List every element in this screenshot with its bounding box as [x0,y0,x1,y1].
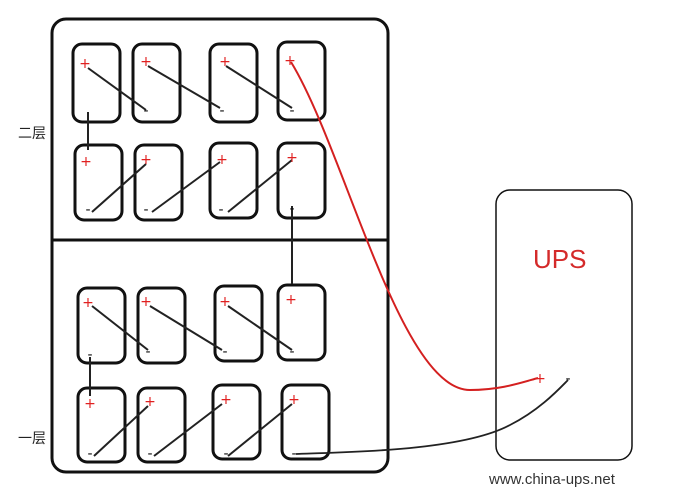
battery-r3-c1 [76,286,127,365]
negative-terminal-mark-22: - [222,344,227,360]
battery-r3-c3 [213,284,264,363]
positive-terminal-mark-32: + [534,371,546,387]
series-link-15 [227,403,293,457]
positive-terminal-mark-11: + [286,150,298,166]
negative-terminal-mark-21: - [145,344,150,360]
battery-r4-c3 [211,383,262,461]
battery-r2-c2 [133,143,184,222]
negative-terminal-mark-6: - [219,103,224,119]
negative-terminal-mark-23: - [289,344,294,360]
positive-terminal-mark-4: + [284,53,296,69]
positive-terminal-mark-10: + [216,152,228,168]
negative-terminal-mark-14: - [218,202,223,218]
positive-terminal-mark-17: + [140,294,152,310]
battery-r2-c3 [208,141,259,220]
series-link-10 [149,305,223,351]
ups-label: UPS [533,244,587,274]
battery-r2-c4 [276,141,327,220]
polarity-mark-group: + + + + - - - + + + + - - - - + + + + - - - - + + + + - - - - + - [79,53,570,462]
battery-r2-c1 [73,143,124,222]
series-link-5 [91,163,147,213]
negative-terminal-mark-20: - [87,347,92,363]
battery-r1-c3 [208,42,259,124]
negative-terminal-mark-13: - [143,202,148,218]
positive-terminal-mark-16: + [82,295,94,311]
ups-unit [495,189,633,461]
battery-r4-c4 [280,383,331,461]
battery-rack [50,17,390,474]
battery-r4-c1 [76,386,127,464]
battery-group [71,40,331,464]
negative-terminal-mark-33: - [565,371,570,387]
positive-terminal-mark-18: + [219,294,231,310]
negative-terminal-mark-15: - [289,201,294,217]
positive-terminal-mark-24: + [84,396,96,412]
series-link-6 [151,161,221,213]
battery-r3-c4 [276,283,327,362]
negative-cable [295,379,569,455]
series-link-11 [227,305,293,351]
series-link-9 [91,305,149,351]
series-link-3 [225,65,293,109]
battery-r1-c2 [131,42,182,124]
negative-terminal-mark-29: - [147,446,152,462]
negative-terminal-mark-5: - [143,103,148,119]
battery-r4-c2 [136,386,187,464]
negative-terminal-mark-30: - [223,446,228,462]
positive-terminal-mark-26: + [220,392,232,408]
watermark: www.china-ups.net [489,471,615,488]
negative-terminal-mark-28: - [87,446,92,462]
battery-r3-c2 [136,286,187,365]
series-link-1 [87,67,147,111]
positive-terminal-mark-2: + [140,54,152,70]
floor-label-lower: 一层 [18,431,46,447]
positive-terminal-mark-3: + [219,54,231,70]
battery-r1-c1 [71,42,122,124]
series-link-2 [147,65,221,109]
positive-terminal-mark-8: + [80,154,92,170]
positive-cable [290,61,539,392]
negative-terminal-mark-7: - [289,103,294,119]
negative-terminal-mark-12: - [85,202,90,218]
positive-terminal-mark-9: + [140,152,152,168]
wire-group [87,61,569,457]
positive-terminal-mark-1: + [79,56,91,72]
positive-terminal-mark-25: + [144,394,156,410]
series-link-14 [153,403,223,457]
battery-r1-c4 [276,40,327,122]
positive-terminal-mark-27: + [288,392,300,408]
positive-terminal-mark-19: + [285,292,297,308]
floor-label-upper: 二层 [18,126,46,142]
negative-terminal-mark-31: - [291,446,296,462]
series-link-13 [93,405,149,457]
series-link-7 [227,159,293,213]
